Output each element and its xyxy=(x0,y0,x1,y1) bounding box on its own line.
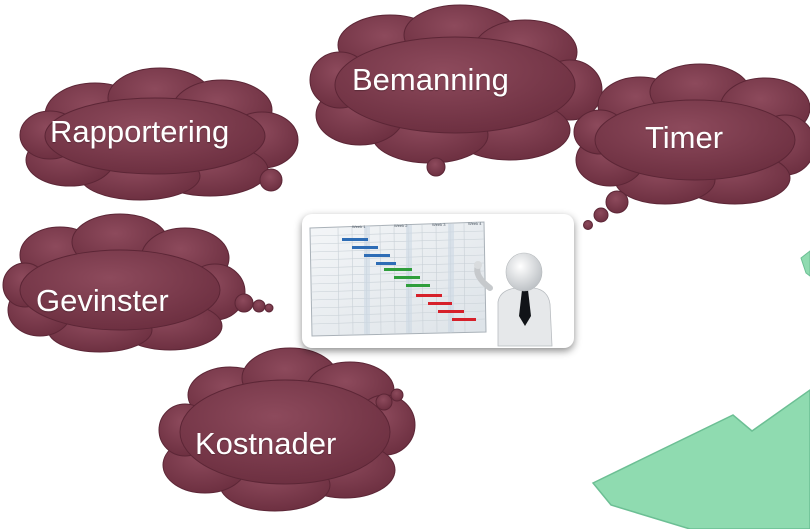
cloud-rapportering xyxy=(19,67,299,201)
gantt-bar-red-1 xyxy=(416,294,442,297)
gantt-bar-red-2 xyxy=(428,302,452,305)
green-arrow-body xyxy=(591,389,810,529)
gantt-bar-red-3 xyxy=(438,310,464,313)
thought-bubble-small xyxy=(583,220,593,230)
label-rapportering: Rapportering xyxy=(50,114,230,149)
green-arrow-tip xyxy=(800,250,810,277)
label-kostnader: Kostnader xyxy=(195,426,337,461)
gantt-bar-green-1 xyxy=(384,268,412,271)
gantt-header-week3: Week 3 xyxy=(432,222,446,227)
green-arrow xyxy=(591,250,810,529)
gantt-illustration: Week 1 Week 2 Week 3 Week 4 xyxy=(302,214,574,348)
gantt-header-week4: Week 4 xyxy=(468,221,482,226)
thought-bubble-large xyxy=(234,293,254,313)
gantt-chart: Week 1 Week 2 Week 3 Week 4 xyxy=(309,221,553,347)
cloud-tail-bubble xyxy=(426,157,446,177)
gantt-header-week1: Week 1 xyxy=(352,224,366,229)
gantt-header-week2: Week 2 xyxy=(394,223,408,228)
cloud-kostnader xyxy=(158,347,416,512)
gantt-bar-blue-2 xyxy=(352,246,378,249)
thought-bubble-small xyxy=(264,303,274,313)
gantt-bar-blue-4 xyxy=(376,262,396,265)
thought-bubble-medium xyxy=(375,393,393,411)
thought-bubble-large xyxy=(605,190,629,214)
gantt-bar-blue-3 xyxy=(364,254,390,257)
label-timer: Timer xyxy=(645,120,724,155)
label-bemanning: Bemanning xyxy=(352,62,509,97)
cloud-gevinster xyxy=(2,213,274,353)
cloud-bemanning xyxy=(309,4,603,177)
gantt-bars xyxy=(342,238,476,321)
cloud-tail-bubble xyxy=(259,168,283,192)
gantt-bar-green-2 xyxy=(394,276,420,279)
gantt-bar-blue-1 xyxy=(342,238,368,241)
label-gevinster: Gevinster xyxy=(36,283,169,318)
cloud-timer xyxy=(573,63,810,230)
thought-bubble-medium xyxy=(252,299,266,313)
gantt-bar-green-3 xyxy=(406,284,430,287)
presenter-figure-icon xyxy=(474,252,553,347)
thought-bubble-medium xyxy=(593,207,609,223)
thought-bubble-small xyxy=(390,388,404,402)
gantt-bar-red-4 xyxy=(452,318,476,321)
